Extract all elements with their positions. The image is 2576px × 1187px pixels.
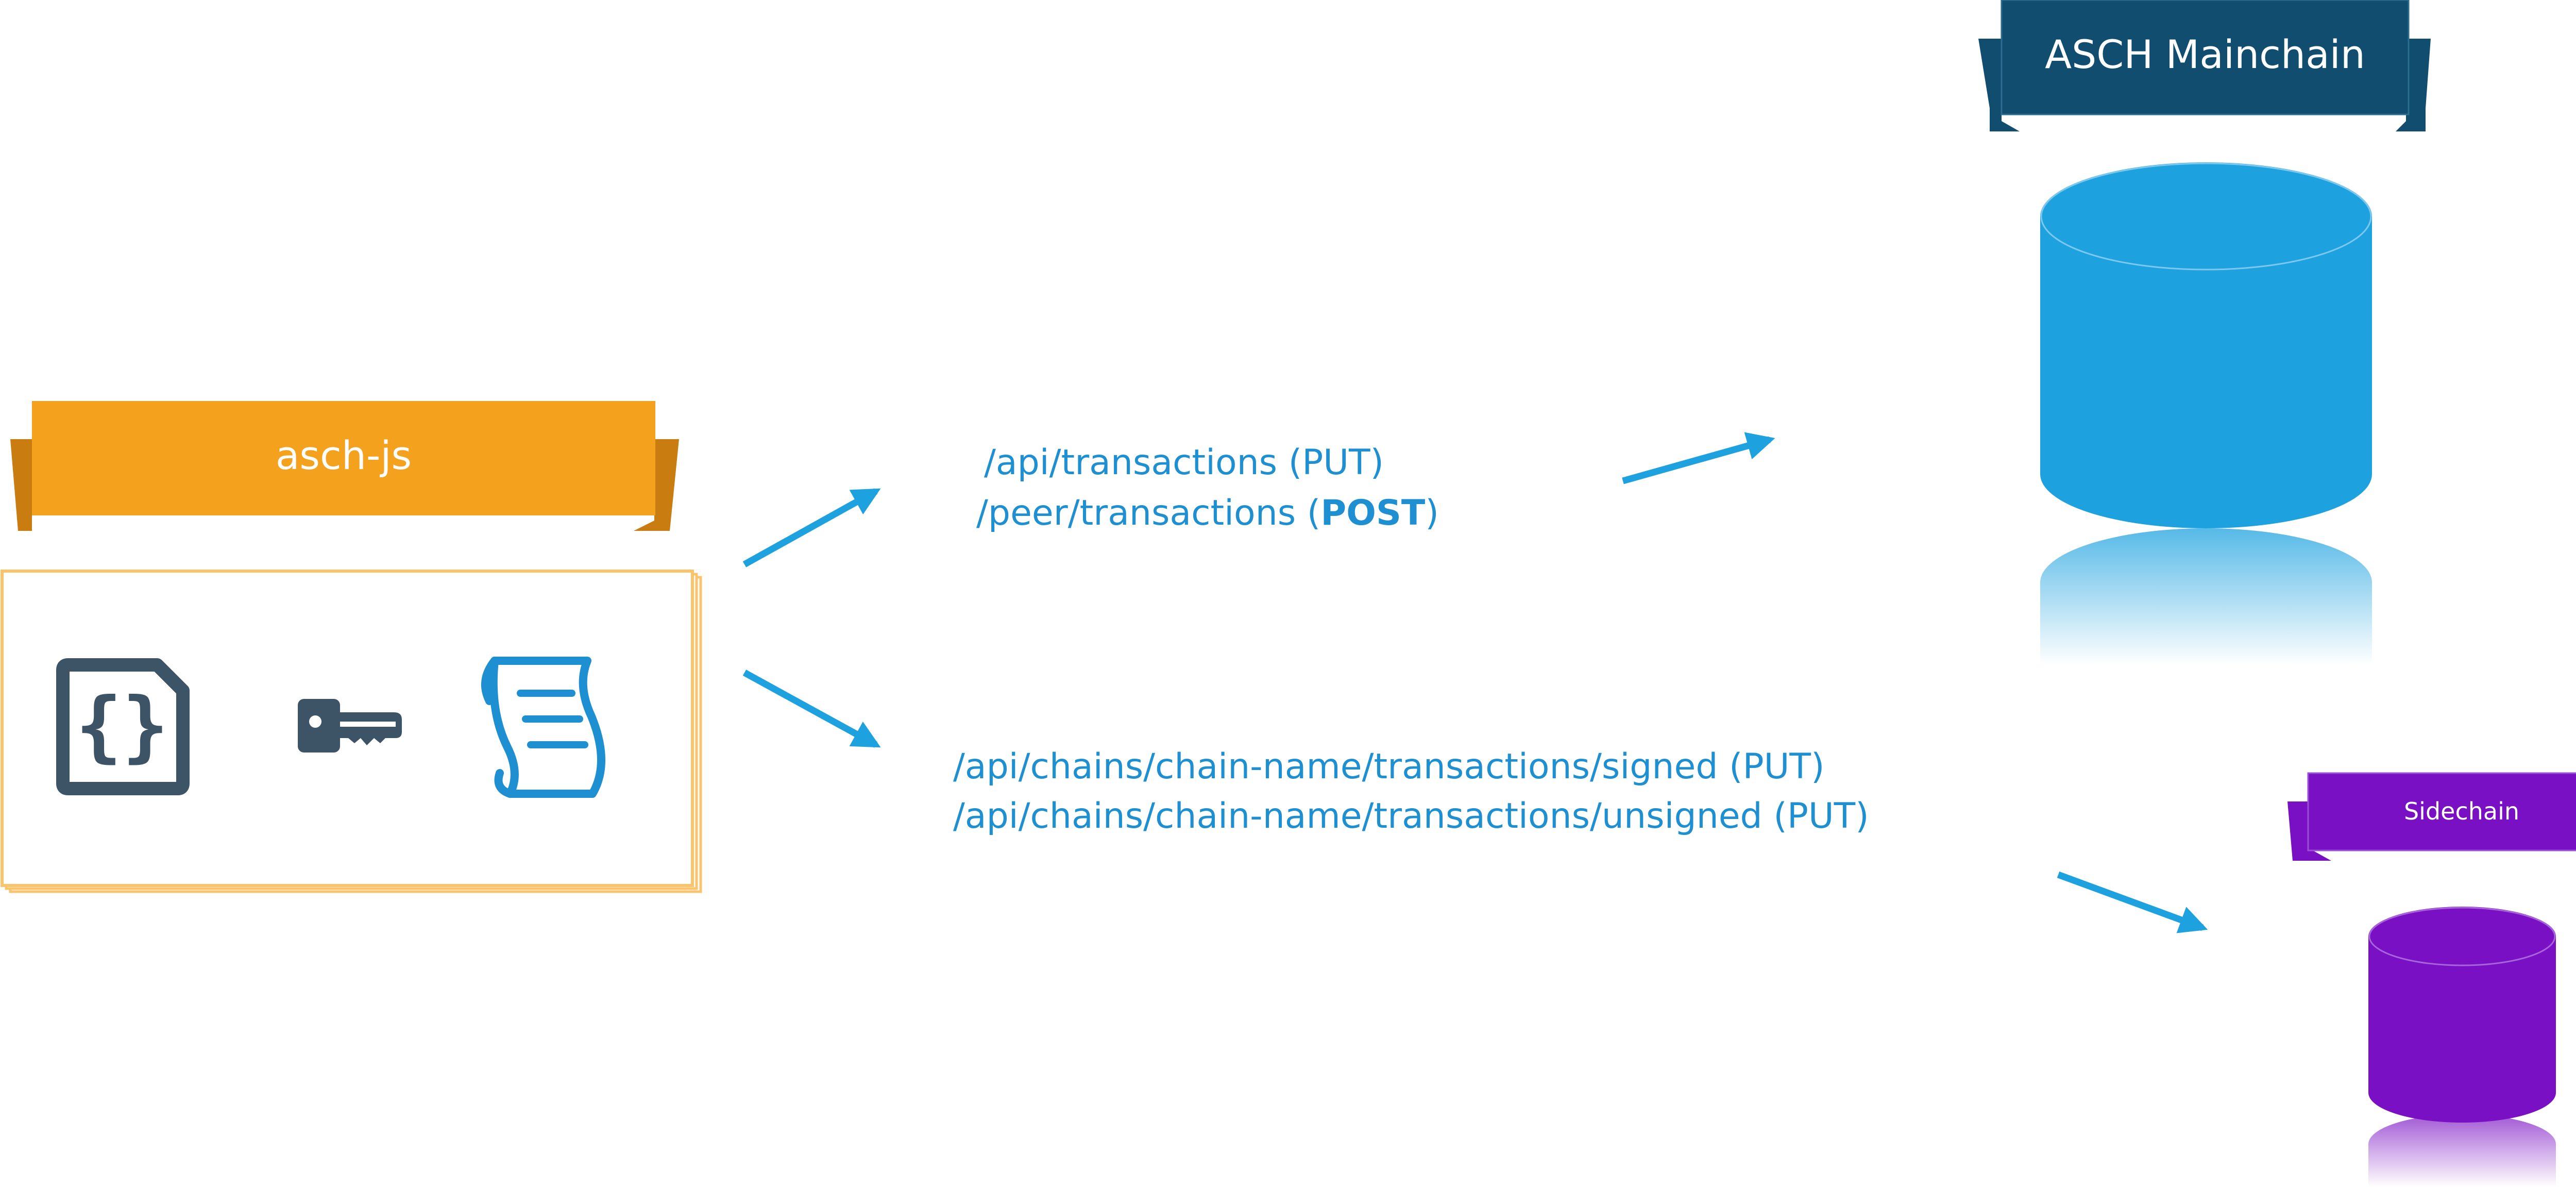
sidechain-banner-left-tail bbox=[2287, 801, 2331, 861]
endpoint-post-method: POST bbox=[1320, 493, 1426, 533]
sidechain-banner: Sidechain bbox=[2287, 772, 2576, 861]
mainchain-banner-label: ASCH Mainchain bbox=[2045, 31, 2365, 77]
sidechain-endpoint-unsigned: /api/chains/chain-name/transactions/unsi… bbox=[953, 796, 1869, 837]
json-file-icon: {} bbox=[56, 658, 190, 795]
sidechain-banner-outline bbox=[2307, 772, 2576, 851]
endpoint-post-suffix: ) bbox=[1425, 493, 1439, 533]
mainchain-banner-right-tail bbox=[2396, 39, 2431, 131]
mainchain-group: ASCH Mainchain bbox=[1978, 0, 2431, 665]
arrow-api-to-mainchain bbox=[1622, 432, 1775, 484]
banner-right-tail bbox=[634, 439, 679, 531]
sidechain-banner-body bbox=[2308, 773, 2576, 850]
arrow-api-to-sidechain bbox=[2057, 871, 2208, 933]
sidechain-banner-label: Sidechain bbox=[2404, 797, 2519, 825]
svg-text:{}: {} bbox=[76, 681, 169, 771]
mainchain-endpoint-post: /peer/transactions (POST) bbox=[976, 493, 1439, 533]
endpoint-post-prefix: /peer/transactions ( bbox=[976, 493, 1320, 533]
mainchain-endpoints: /api/transactions (PUT) /peer/transactio… bbox=[976, 442, 1439, 533]
client-group: asch-js {} bbox=[1, 401, 702, 893]
sidechain-endpoints: /api/chains/chain-name/transactions/sign… bbox=[953, 746, 1869, 837]
asch-js-banner-label: asch-js bbox=[276, 432, 412, 478]
database-cylinder-icon bbox=[2040, 162, 2372, 665]
key-icon bbox=[298, 699, 402, 753]
arrow-client-to-mainchain-api bbox=[742, 488, 881, 567]
asch-js-banner: asch-js bbox=[10, 401, 679, 531]
database-cylinder-icon bbox=[2368, 907, 2556, 1187]
arrow-client-to-sidechain-api bbox=[742, 670, 881, 748]
mainchain-banner-left-tail bbox=[1978, 39, 2020, 131]
scroll-document-icon bbox=[481, 657, 605, 798]
sidechain-endpoint-signed: /api/chains/chain-name/transactions/sign… bbox=[953, 746, 1825, 787]
mainchain-banner-outline bbox=[2001, 0, 2410, 115]
mainchain-banner: ASCH Mainchain bbox=[1978, 0, 2431, 131]
mainchain-endpoint-put: /api/transactions (PUT) bbox=[984, 442, 1384, 483]
arrows bbox=[742, 432, 2208, 933]
sidechain-group: Sidechain bbox=[2287, 772, 2576, 1187]
banner-body bbox=[32, 401, 655, 515]
mainchain-banner-body bbox=[2002, 0, 2409, 114]
banner-left-tail bbox=[10, 439, 54, 531]
